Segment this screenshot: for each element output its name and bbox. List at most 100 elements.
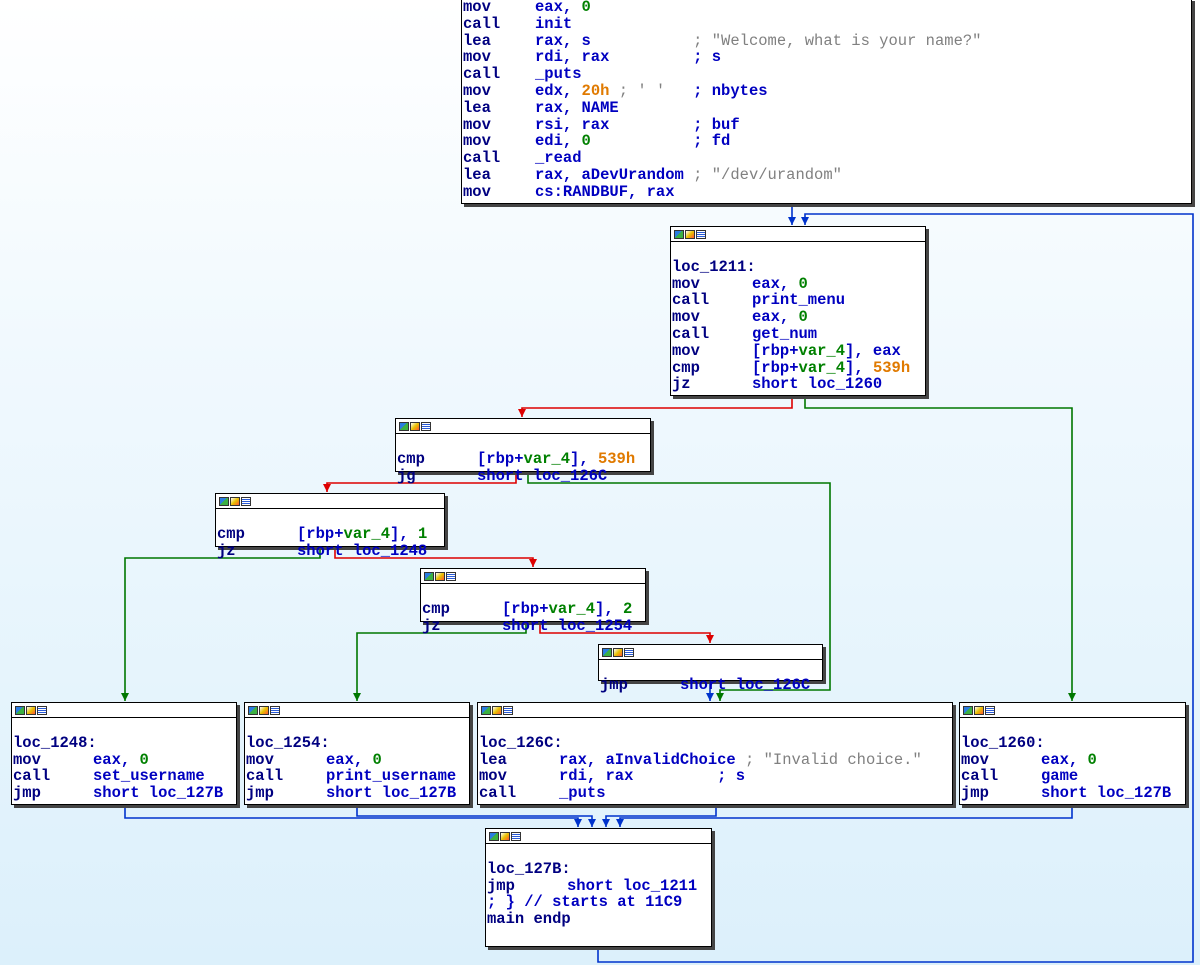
edit-icon[interactable] — [685, 229, 695, 239]
edge-cmp-2-to-jmp-126c-arrowhead — [706, 635, 714, 643]
graph-icon[interactable] — [674, 229, 684, 239]
edit-icon[interactable] — [613, 647, 623, 657]
list-icon[interactable] — [503, 705, 513, 715]
code-line[interactable]: ; } // starts at 11C9 — [487, 894, 711, 911]
operand: ], eax — [845, 341, 901, 360]
code-line[interactable]: main endp — [487, 911, 711, 928]
block-label[interactable]: loc_126C: — [479, 733, 563, 752]
code-line[interactable]: call_puts — [479, 785, 952, 802]
operand: eax, — [752, 274, 799, 293]
graph-icon[interactable] — [424, 571, 434, 581]
operand: print_menu — [752, 291, 846, 310]
edit-icon[interactable] — [259, 705, 269, 715]
code-line[interactable]: cmp[rbp+var_4], 1 — [217, 524, 444, 543]
edit-icon[interactable] — [974, 705, 984, 715]
list-icon[interactable] — [985, 705, 995, 715]
block-label[interactable]: loc_1254: — [246, 733, 330, 752]
list-icon[interactable] — [37, 705, 47, 715]
code-line[interactable]: call_puts — [463, 66, 1191, 83]
code-line[interactable]: mov[rbp+var_4], eax — [672, 341, 925, 360]
list-icon[interactable] — [446, 571, 456, 581]
edit-icon[interactable] — [492, 705, 502, 715]
graph-icon[interactable] — [15, 705, 25, 715]
operand: 1 — [417, 524, 428, 543]
operand: edx, — [535, 81, 582, 100]
graph-icon[interactable] — [248, 705, 258, 715]
edit-icon[interactable] — [410, 421, 420, 431]
list-icon[interactable] — [270, 705, 280, 715]
graph-icon[interactable] — [489, 831, 499, 841]
graph-icon[interactable] — [481, 705, 491, 715]
graph-icon[interactable] — [963, 705, 973, 715]
list-icon[interactable] — [511, 831, 521, 841]
list-icon[interactable] — [241, 496, 251, 506]
edge-cmp-1-to-loc-1248-arrowhead — [121, 693, 129, 701]
edge-1211-to-cmp-539h-arrowhead — [518, 409, 526, 417]
operand: ; nbytes — [683, 81, 768, 100]
code-line[interactable]: cmp[rbp+var_4], 2 — [422, 599, 645, 618]
block-label[interactable]: loc_127B: — [487, 859, 571, 878]
graph-icon[interactable] — [399, 421, 409, 431]
edit-icon[interactable] — [26, 705, 36, 715]
graph-icon[interactable] — [219, 496, 229, 506]
list-icon[interactable] — [421, 421, 431, 431]
code-line[interactable]: call_read — [463, 150, 1191, 167]
operand: rdi, rax — [559, 767, 718, 786]
edit-icon[interactable] — [500, 831, 510, 841]
code-line[interactable]: cmp[rbp+var_4], 539h — [672, 359, 925, 377]
list-icon[interactable] — [624, 647, 634, 657]
operand: eax, — [535, 0, 582, 16]
block-label[interactable]: loc_1248: — [13, 733, 97, 752]
block-label[interactable]: loc_1211: — [672, 257, 756, 276]
block-label[interactable]: loc_1260: — [961, 733, 1045, 752]
operand: ], — [595, 599, 623, 618]
list-icon[interactable] — [696, 229, 706, 239]
edit-icon[interactable] — [230, 496, 240, 506]
graph-icon[interactable] — [602, 647, 612, 657]
code-line[interactable]: cmp[rbp+var_4], 539h — [397, 450, 650, 468]
edit-icon[interactable] — [435, 571, 445, 581]
